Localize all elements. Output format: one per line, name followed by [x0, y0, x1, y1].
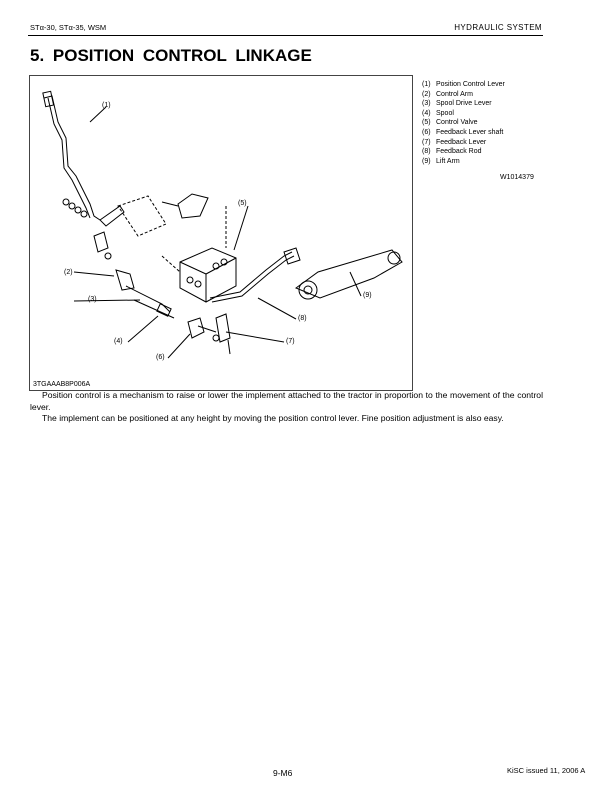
control-valve-drawing	[179, 247, 237, 303]
linkage-diagram	[42, 90, 403, 359]
control-lever-drawing	[43, 95, 101, 221]
legend-item: (7)Feedback Lever	[422, 138, 487, 146]
callout-9: (9)	[363, 292, 372, 299]
legend-item: (9)Lift Arm	[422, 157, 460, 165]
issue-note: KiSC issued 11, 2006 A	[507, 766, 586, 775]
callout-7: (7)	[286, 338, 295, 345]
paragraph: The implement can be positioned at any h…	[42, 413, 504, 423]
feedback-lever-drawing	[215, 313, 231, 343]
callout-3: (3)	[88, 296, 97, 303]
parts-legend: (1)Position Control Lever (2)Control Arm…	[422, 80, 505, 166]
lift-arm-drawing	[294, 249, 403, 299]
callout-8: (8)	[298, 315, 307, 322]
control-arm-drawing	[115, 269, 135, 291]
spool-drive-lever-drawing	[133, 299, 175, 319]
linkage-figure: (1) (2) (3) (4) (5) (6) (7) (8) (9) 3TGA…	[29, 75, 413, 391]
header-section: HYDRAULIC SYSTEM	[454, 23, 542, 32]
page-number: 9-M6	[273, 768, 293, 778]
callout-2: (2)	[64, 269, 73, 276]
header-divider	[28, 35, 543, 36]
spool-drive-lever-drawing	[125, 285, 171, 313]
feedback-lever-shaft-drawing	[187, 317, 205, 339]
legend-item: (5)Control Valve	[422, 119, 478, 127]
legend-item: (2)Control Arm	[422, 90, 473, 98]
legend-item: (1)Position Control Lever	[422, 81, 505, 88]
legend-item: (3)Spool Drive Lever	[422, 100, 492, 108]
legend-item: (6)Feedback Lever shaft	[422, 128, 504, 136]
legend-item: (4)Spool	[422, 109, 454, 117]
header-model: STα-30, STα-35, WSM	[30, 23, 107, 32]
paragraph: Position control is a mechanism to raise…	[30, 390, 543, 412]
reference-code: W1014379	[500, 174, 534, 181]
callout-4: (4)	[114, 338, 123, 345]
callout-6: (6)	[156, 354, 165, 361]
callout-1: (1)	[102, 102, 111, 109]
body-text: Position control is a mechanism to raise…	[30, 390, 543, 425]
feedback-rod-drawing	[209, 251, 293, 299]
page-title: 5. POSITION CONTROL LINKAGE	[30, 46, 312, 65]
callout-5: (5)	[238, 200, 247, 207]
legend-item: (8)Feedback Rod	[422, 148, 482, 156]
figure-code: 3TGAAAB8P006A	[33, 381, 91, 388]
